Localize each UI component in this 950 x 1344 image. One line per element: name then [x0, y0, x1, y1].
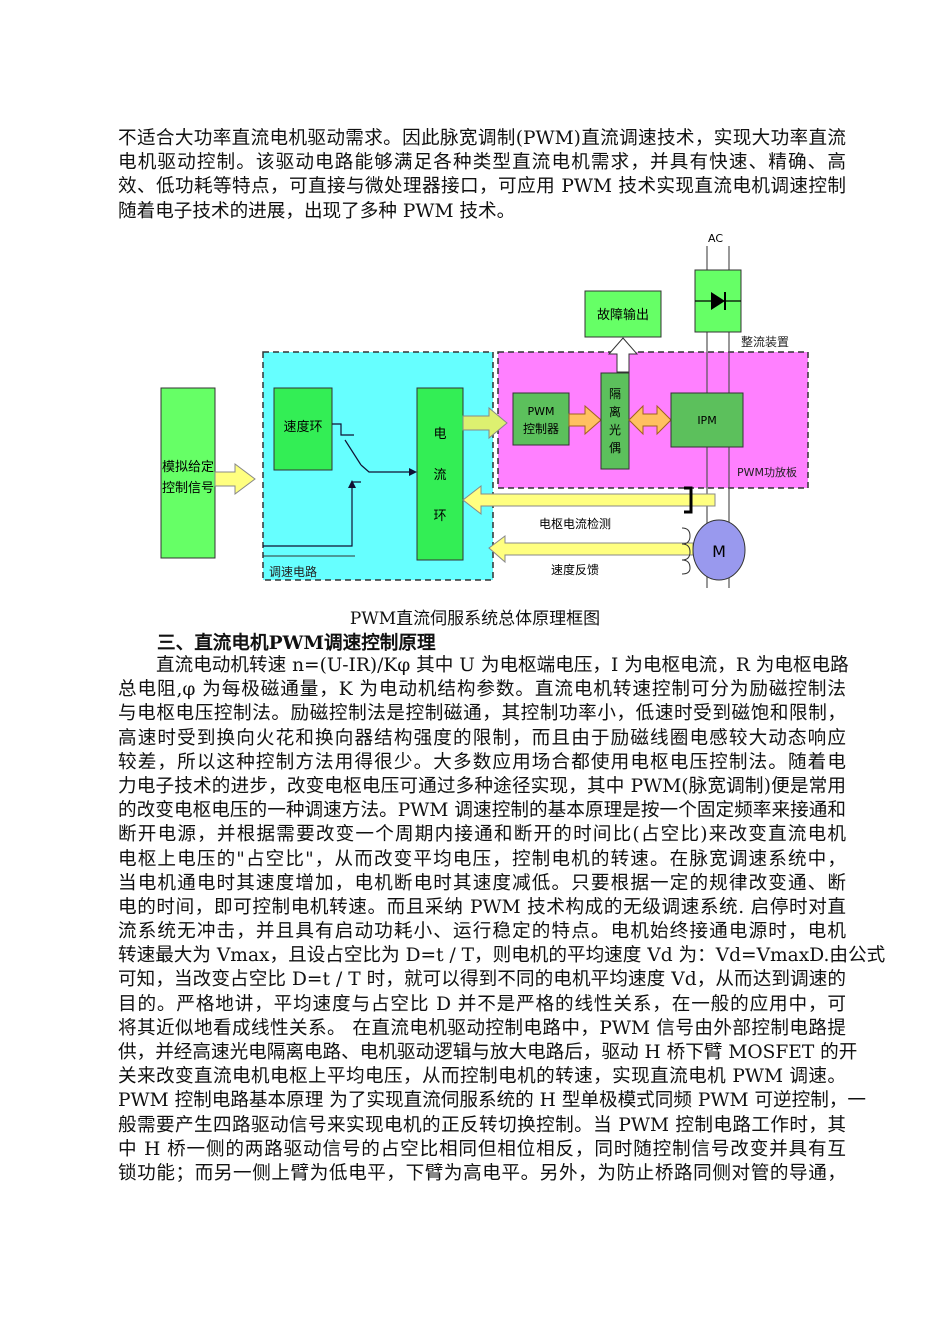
- text-line: 总电阻,φ 为每极磁通量，K 为电动机结构参数。直流电机转速控制可分为励磁控制法: [118, 679, 846, 701]
- text-line: PWM 控制电路基本原理 为了实现直流伺服系统的 H 型单极模式同频 PWM 可…: [118, 1090, 867, 1112]
- svg-text:速度反馈: 速度反馈: [551, 562, 599, 577]
- up-arrow-icon: [607, 337, 639, 373]
- svg-text:隔: 隔: [609, 387, 621, 401]
- section-heading: 三、直流电机PWM调速控制原理: [157, 633, 436, 654]
- speed-loop-block: [273, 387, 333, 471]
- text-line: 供，并经高速光电隔离电路、电机驱动逻辑与放大电路后，驱动 H 桥下臂 MOSFE…: [118, 1042, 858, 1063]
- diode-icon: [711, 292, 725, 310]
- svg-text:离: 离: [609, 404, 621, 419]
- figure-caption: PWM直流伺服系统总体原理框图: [349, 609, 601, 629]
- pwm-servo-block-diagram: AC 整流装置 故障输出 模拟给定 控制信号 速度环 电 流 环 PWM 控制器…: [160, 232, 809, 588]
- text-line: 直流电动机转速 n=(U-IR)/Kφ 其中 U 为电枢端电压，I 为电枢电流，…: [156, 655, 849, 676]
- text-line: 中 H 桥一侧的两路驱动信号的占空比相同但相位相反，同时随控制信号改变并具有互: [118, 1138, 846, 1160]
- text-line: 电的时间，即可控制电机转速。而且采纳 PWM 技术构成的无级调速系统. 启停时对…: [118, 896, 846, 918]
- svg-text:环: 环: [433, 509, 446, 524]
- text-line: 高速时受到换向火花和换向器结构强度的限制，而且由于励磁线圈电感较大动态响应: [118, 727, 846, 749]
- text-line: 关来改变直流电机电枢上平均电压，从而控制电机的转速，实现直流电机 PWM 调速。: [118, 1066, 846, 1088]
- text-line: 将其近似地看成线性关系。 在直流电机驱动控制电路中，PWM 信号由外部控制电路提: [118, 1017, 846, 1039]
- text-line: 可知，当改变占空比 D=t / T 时，就可以得到不同的电机平均速度 Vd，从而…: [118, 969, 846, 991]
- text-line: 转速最大为 Vmax，且设占空比为 D=t / T，则电机的平均速度 Vd 为：…: [118, 945, 886, 967]
- text-line: 力电子技术的进步，改变电枢电压可通过多种途径实现，其中 PWM(脉宽调制)便是常…: [118, 775, 846, 797]
- text-line: 效、低功耗等特点，可直接与微处理器接口，可应用 PWM 技术实现直流电机调速控制: [118, 176, 846, 198]
- svg-text:IPM: IPM: [697, 414, 716, 427]
- ipm-block: [670, 392, 744, 448]
- svg-text:模拟给定: 模拟给定: [162, 460, 214, 475]
- intro-paragraph: 不适合大功率直流电机驱动需求。因此脉宽调制(PWM)直流调速技术，实现大功率直流…: [118, 127, 846, 224]
- svg-text:电枢电流检测: 电枢电流检测: [539, 516, 611, 531]
- svg-text:整流装置: 整流装置: [741, 334, 789, 349]
- text-line: 目的。严格地讲，平均速度与占空比 D 并不是严格的线性关系，在一般的应用中，可: [118, 993, 846, 1015]
- svg-text:PWM功放板: PWM功放板: [737, 465, 797, 479]
- text-line: 电枢上电压的"占空比"，从而改变平均电压，控制电机的转速。在脉宽调速系统中，: [118, 848, 846, 870]
- text-line: 流系统无冲击，并且具有启动功耗小、运行稳定的特点。电机始终接通电源时，电机: [118, 921, 846, 943]
- svg-text:M: M: [712, 542, 726, 561]
- svg-text:AC: AC: [708, 232, 723, 245]
- body-paragraph: 直流电动机转速 n=(U-IR)/Kφ 其中 U 为电枢端电压，I 为电枢电流，…: [118, 654, 886, 1186]
- svg-text:电: 电: [433, 427, 446, 442]
- svg-text:故障输出: 故障输出: [597, 307, 649, 323]
- text-line: 随着电子技术的进展，出现了多种 PWM 技术。: [118, 200, 516, 222]
- text-line: 与电枢电压控制法。励磁控制法是控制磁通，其控制功率小，低速时受到磁饱和限制，: [118, 703, 846, 725]
- svg-text:偶: 偶: [609, 441, 621, 455]
- text-line: 当电机通电时其速度增加，电机断电时其速度减低。只要根据一定的规律改变通、断: [118, 872, 846, 894]
- svg-text:流: 流: [433, 468, 446, 483]
- motor-icon: [692, 519, 746, 581]
- text-line: 电机驱动控制。该驱动电路能够满足各种类型直流电机需求，并具有快速、精确、高: [118, 152, 846, 174]
- text-line: 不适合大功率直流电机驱动需求。因此脉宽调制(PWM)直流调速技术，实现大功率直流: [118, 128, 846, 149]
- text-line: 锁功能；而另一侧上臂为低电平，下臂为高电平。另外，为防止桥路同侧对管的导通，: [118, 1162, 846, 1184]
- text-line: 断开电源，并根据需要改变一个周期内接通和断开的时间比(占空比)来改变直流电机: [118, 824, 846, 846]
- svg-text:调速电路: 调速电路: [269, 564, 317, 579]
- text-line: 较差，所以这种控制方法用得很少。大多数应用场合都使用电枢电压控制法。随着电: [118, 751, 846, 773]
- optocoupler-block: [600, 372, 630, 470]
- svg-text:控制器: 控制器: [523, 422, 559, 436]
- pwm-controller-block: [512, 392, 570, 446]
- svg-text:控制信号: 控制信号: [162, 481, 214, 496]
- svg-text:光: 光: [609, 423, 621, 437]
- svg-text:速度环: 速度环: [283, 419, 322, 435]
- fault-output-block: [584, 290, 662, 338]
- svg-text:PWM: PWM: [527, 405, 554, 418]
- current-loop-block: [416, 387, 464, 561]
- text-line: 的改变电枢电压的一种调速方法。PWM 调速控制的基本原理是按一个固定频率来接通和: [118, 800, 846, 822]
- analog-input-block: [160, 387, 216, 559]
- text-line: 般需要产生四路驱动信号来实现电机的正反转切换控制。当 PWM 控制电路工作时，其: [118, 1114, 846, 1136]
